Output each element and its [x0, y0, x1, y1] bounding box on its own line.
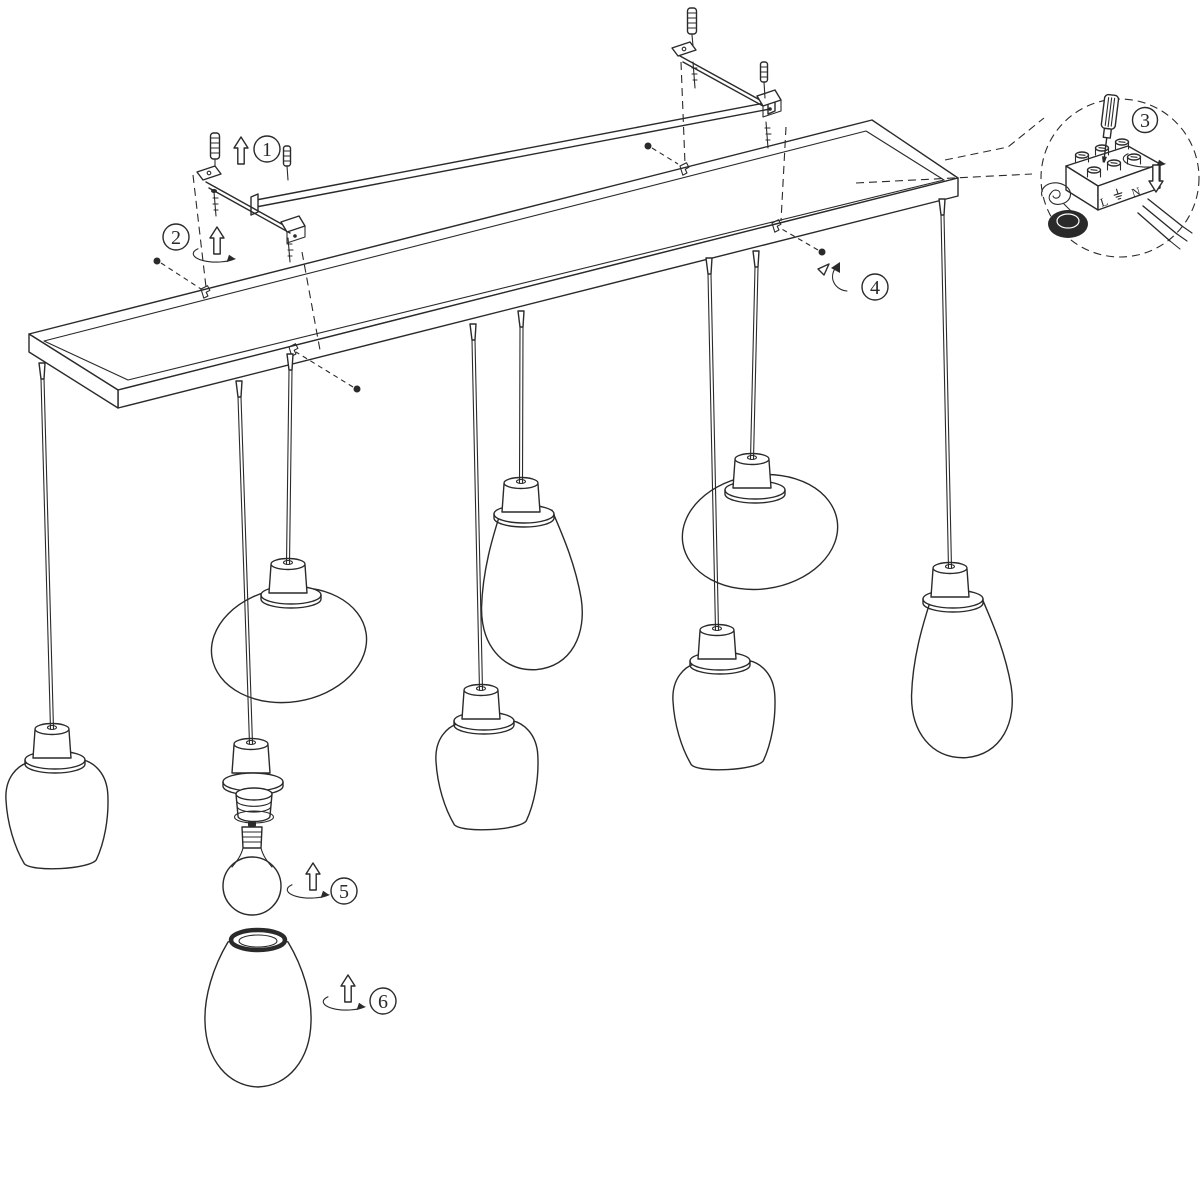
step-5-badge — [330, 877, 358, 905]
alignment-guides — [192, 61, 1045, 351]
up-arrow-icon — [233, 136, 249, 165]
cord — [517, 310, 525, 484]
step-2-annotation: 2 — [162, 223, 236, 263]
terminal-label-live: L — [1098, 194, 1109, 210]
light-bulb — [222, 821, 282, 916]
canopy-left-face — [28, 333, 119, 409]
pendant-6-urn-shade — [670, 623, 780, 773]
pendant-8-teardrop-shade — [903, 561, 1017, 762]
step-5-number: 5 — [339, 881, 349, 903]
step-5-annotation: 5 — [286, 862, 358, 905]
pendant-7-oval-shade — [674, 452, 846, 601]
canopy-top-face — [28, 119, 959, 391]
cord — [938, 198, 953, 569]
pendants — [3, 452, 1017, 872]
screw-icon — [353, 385, 361, 393]
suspension-cords — [38, 198, 953, 745]
detail-circle-outline — [1040, 98, 1200, 258]
step-3-annotation: 3 — [1122, 106, 1166, 193]
step-4-annotation: 4 — [817, 262, 889, 301]
cord — [705, 257, 720, 631]
canopy-rim — [43, 130, 945, 381]
step-4-badge — [861, 273, 889, 301]
step-6-badge — [369, 987, 397, 1015]
cord-grip-nut — [1048, 210, 1088, 238]
cord — [749, 250, 760, 460]
cord — [38, 362, 55, 730]
pendant-1-urn-shade — [3, 722, 113, 872]
step-1-badge — [253, 135, 281, 163]
threaded-skirt — [233, 787, 275, 824]
step-6-number: 6 — [378, 991, 388, 1013]
wiring-detail-circle: L N — [1040, 93, 1200, 258]
ceiling-bracket-left — [196, 132, 306, 263]
screw-icon — [153, 257, 161, 265]
pendant-5-teardrop-shade — [473, 476, 587, 674]
canopy-screws — [153, 142, 826, 393]
step-4-number: 4 — [870, 277, 880, 299]
cord — [285, 353, 294, 565]
step-6-annotation: 6 — [322, 974, 397, 1015]
step-2-number: 2 — [171, 227, 181, 249]
earth-ground-symbol-icon — [1113, 188, 1123, 200]
pendant-2-exploded-lampholder — [222, 737, 284, 824]
wall-anchor-icon — [209, 132, 221, 160]
loose-glass-shade — [204, 927, 312, 1088]
up-arrow-icon — [305, 862, 321, 891]
screw-icon — [211, 189, 217, 193]
step-1-number: 1 — [262, 139, 272, 161]
lampholder-cap — [231, 737, 271, 774]
step-3-number: 3 — [1140, 110, 1150, 132]
pendant-4-urn-shade — [433, 683, 543, 833]
ceiling-bracket-right — [671, 7, 782, 149]
small-arrow-icon — [817, 263, 830, 276]
step-2-badge — [162, 223, 190, 251]
wall-anchor-icon — [686, 7, 698, 35]
cord — [235, 380, 254, 745]
step-3-badge — [1131, 106, 1159, 134]
canopy-tray — [28, 119, 959, 409]
screwdriver-icon — [1100, 93, 1120, 163]
pendant-3-oval-shade — [202, 557, 376, 715]
screw-icon — [818, 248, 826, 256]
up-arrow-icon — [340, 974, 356, 1003]
screw-icon — [644, 142, 652, 150]
terminal-screws — [1074, 138, 1142, 178]
step-annotations: 1 2 4 5 6 — [162, 135, 889, 1015]
up-arrow-icon — [209, 226, 225, 255]
terminal-block: L N — [1065, 138, 1161, 211]
step-1-annotation: 1 — [233, 135, 281, 165]
rotate-arrow-icon — [286, 884, 330, 899]
supply-wires — [1137, 198, 1193, 250]
coiled-wire — [1041, 182, 1073, 213]
cord — [469, 323, 484, 691]
